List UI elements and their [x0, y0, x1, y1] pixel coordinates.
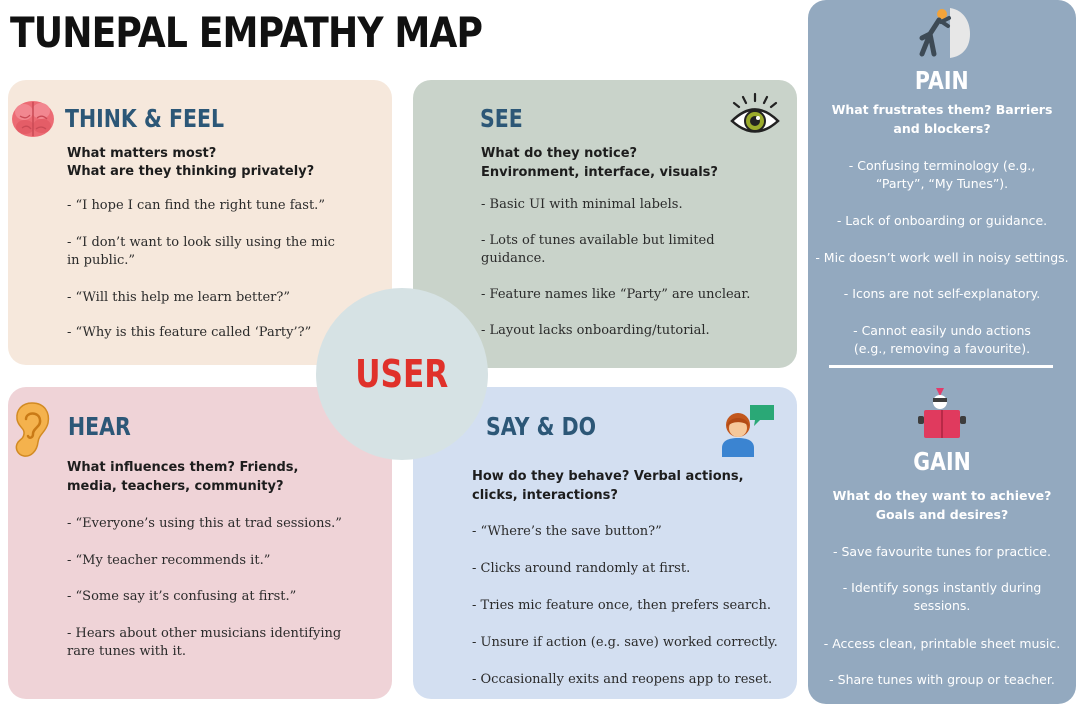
eye-icon — [730, 92, 780, 133]
think-feel-question-1: What matters most? — [67, 146, 217, 161]
see-item: - Lots of tunes available but limited gu… — [481, 233, 715, 266]
think-feel-card: THINK & FEEL What matters most? What are… — [8, 80, 392, 365]
think-feel-item: - “Why is this feature called ‘Party’?” — [67, 325, 312, 340]
gain-item: - Access clean, printable sheet music. — [823, 636, 1061, 651]
see-card: SEE What do they notice? Environment, in… — [413, 80, 797, 368]
brain-icon — [12, 101, 54, 137]
pain-item: - Mic doesn’t work well in noisy setting… — [815, 250, 1069, 265]
person-speech-icon — [722, 405, 774, 457]
see-item: - Basic UI with minimal labels. — [481, 197, 683, 212]
see-heading: SEE — [480, 104, 523, 133]
gain-heading: GAIN — [913, 447, 971, 476]
reader-icon — [918, 388, 966, 438]
hear-question: What influences them? Friends, media, te… — [67, 460, 299, 494]
gain-item: - Save favourite tunes for practice. — [833, 544, 1051, 559]
hear-item: - “Everyone’s using this at trad session… — [67, 516, 342, 531]
pain-item: - Cannot easily undo actions (e.g., remo… — [853, 323, 1031, 356]
say-do-item: - Unsure if action (e.g. save) worked co… — [472, 635, 778, 650]
think-feel-heading: THINK & FEEL — [65, 104, 225, 133]
say-do-question: How do they behave? Verbal actions, clic… — [472, 469, 744, 503]
think-feel-item: - “Will this help me learn better?” — [67, 290, 290, 305]
think-feel-question-2: What are they thinking privately? — [67, 164, 315, 179]
say-do-item: - Occasionally exits and reopens app to … — [472, 672, 773, 687]
pain-item: - Confusing terminology (e.g., “Party”, … — [848, 158, 1036, 191]
see-item: - Feature names like “Party” are unclear… — [481, 287, 751, 302]
gain-item: - Share tunes with group or teacher. — [829, 672, 1055, 687]
pain-question: What frustrates them? Barriers and block… — [831, 102, 1053, 136]
think-feel-item: - “I don’t want to look silly using the … — [67, 235, 335, 268]
think-feel-item: - “I hope I can find the right tune fast… — [67, 198, 325, 213]
say-do-card: SAY & DO How do they behave? Verbal acti… — [413, 387, 797, 699]
ear-icon — [15, 402, 50, 457]
say-do-item: - Clicks around randomly at first. — [472, 561, 691, 576]
pain-item: - Lack of onboarding or guidance. — [836, 213, 1048, 228]
see-item: - Layout lacks onboarding/tutorial. — [481, 323, 710, 338]
gain-item: - Identify songs instantly during sessio… — [842, 580, 1042, 613]
hear-card: HEAR What influences them? Friends, medi… — [8, 387, 392, 699]
hear-item: - Hears about other musicians identifyin… — [67, 626, 342, 659]
hear-heading: HEAR — [68, 412, 131, 441]
hear-item: - “Some say it’s confusing at first.” — [67, 589, 297, 604]
user-circle: USER — [316, 288, 488, 460]
gain-question: What do they want to achieve? Goals and … — [832, 488, 1052, 522]
say-do-item: - “Where’s the save button?” — [472, 524, 662, 539]
see-question: What do they notice? Environment, interf… — [481, 146, 718, 180]
hear-item: - “My teacher recommends it.” — [67, 553, 271, 568]
pain-heading: PAIN — [915, 66, 969, 95]
pain-gain-panel: PAIN What frustrates them? Barriers and … — [808, 0, 1076, 704]
pushing-wall-icon — [919, 8, 970, 58]
say-do-item: - Tries mic feature once, then prefers s… — [472, 598, 771, 613]
say-do-heading: SAY & DO — [486, 412, 597, 441]
user-label: USER — [355, 352, 449, 396]
page-title: TUNEPAL EMPATHY MAP — [10, 8, 483, 57]
pain-item: - Icons are not self-explanatory. — [843, 286, 1041, 301]
section-divider — [829, 365, 1053, 368]
